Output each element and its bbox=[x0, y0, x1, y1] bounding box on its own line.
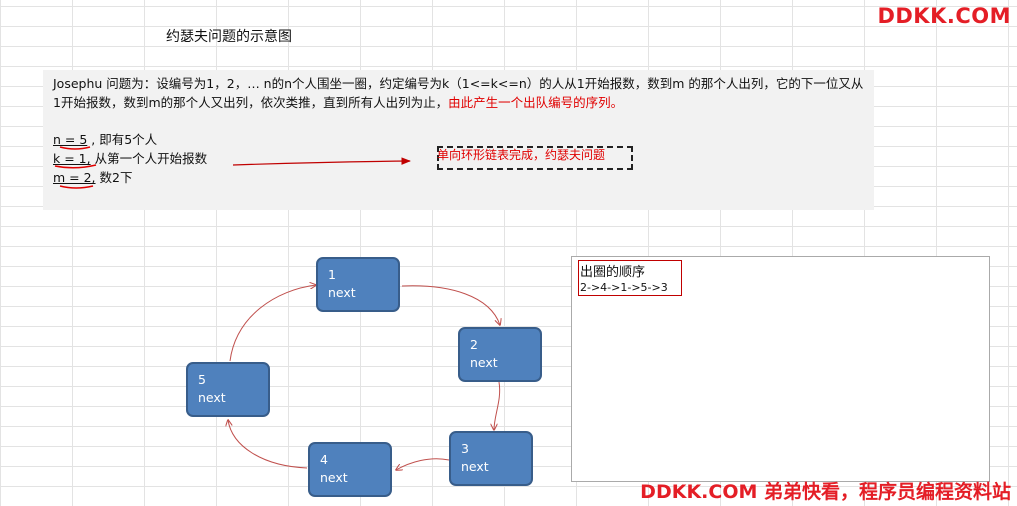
param-n-text: , 即有5个人 bbox=[87, 132, 158, 147]
result-arrow bbox=[232, 157, 411, 166]
order-title: 出圈的顺序 bbox=[580, 265, 646, 280]
node-5-field: next bbox=[198, 390, 226, 405]
node-2-id: 2 bbox=[470, 337, 478, 352]
node-5-id: 5 bbox=[198, 372, 206, 387]
brand-watermark-top: DDKK.COM bbox=[877, 4, 1011, 28]
param-n: n = 5 , 即有5个人 bbox=[53, 131, 157, 149]
node-2-field: next bbox=[470, 355, 498, 370]
description-highlight: 由此产生一个出队编号的序列。 bbox=[448, 95, 624, 110]
node-2: 2 next bbox=[458, 327, 542, 382]
node-1-id: 1 bbox=[328, 267, 336, 282]
node-4: 4 next bbox=[308, 442, 392, 497]
node-4-id: 4 bbox=[320, 452, 328, 467]
arrow-1-to-2 bbox=[401, 285, 500, 325]
underline-m bbox=[59, 185, 94, 189]
order-panel bbox=[571, 256, 990, 482]
underline-n bbox=[59, 146, 91, 150]
param-m-term: m = 2, bbox=[53, 170, 96, 185]
node-3-field: next bbox=[461, 459, 489, 474]
arrow-4-to-5 bbox=[228, 420, 308, 469]
arrow-2-to-3 bbox=[494, 381, 501, 430]
result-label: 单向环形链表完成，约瑟夫问题 bbox=[437, 148, 606, 162]
description-panel bbox=[43, 70, 874, 210]
underline-k bbox=[54, 164, 97, 169]
node-1: 1 next bbox=[316, 257, 400, 312]
param-k-text: 从第一个人开始报数 bbox=[90, 151, 208, 166]
node-3: 3 next bbox=[449, 431, 533, 486]
result-dashed-box bbox=[437, 146, 633, 170]
node-1-field: next bbox=[328, 285, 356, 300]
order-highlight-box bbox=[578, 260, 682, 296]
param-k-term: k = 1, bbox=[53, 151, 91, 166]
problem-description: Josephu 问题为：设编号为1，2，… n的n个人围坐一圈，约定编号为k（1… bbox=[53, 74, 868, 112]
arrow-5-to-1 bbox=[229, 285, 316, 362]
node-3-id: 3 bbox=[461, 441, 469, 456]
param-m-text: 数2下 bbox=[95, 170, 133, 185]
brand-watermark-bottom: DDKK.COM 弟弟快看，程序员编程资料站 bbox=[640, 481, 1011, 503]
param-k: k = 1, 从第一个人开始报数 bbox=[53, 150, 207, 168]
diagram-title: 约瑟夫问题的示意图 bbox=[166, 29, 292, 45]
param-m: m = 2, 数2下 bbox=[53, 169, 132, 187]
arrow-3-to-4 bbox=[396, 458, 450, 470]
param-n-term: n = 5 bbox=[53, 132, 88, 147]
order-sequence: 2->4->1->5->3 bbox=[580, 281, 668, 294]
description-text: Josephu 问题为：设编号为1，2，… n的n个人围坐一圈，约定编号为k（1… bbox=[53, 76, 864, 110]
node-5: 5 next bbox=[186, 362, 270, 417]
node-4-field: next bbox=[320, 470, 348, 485]
